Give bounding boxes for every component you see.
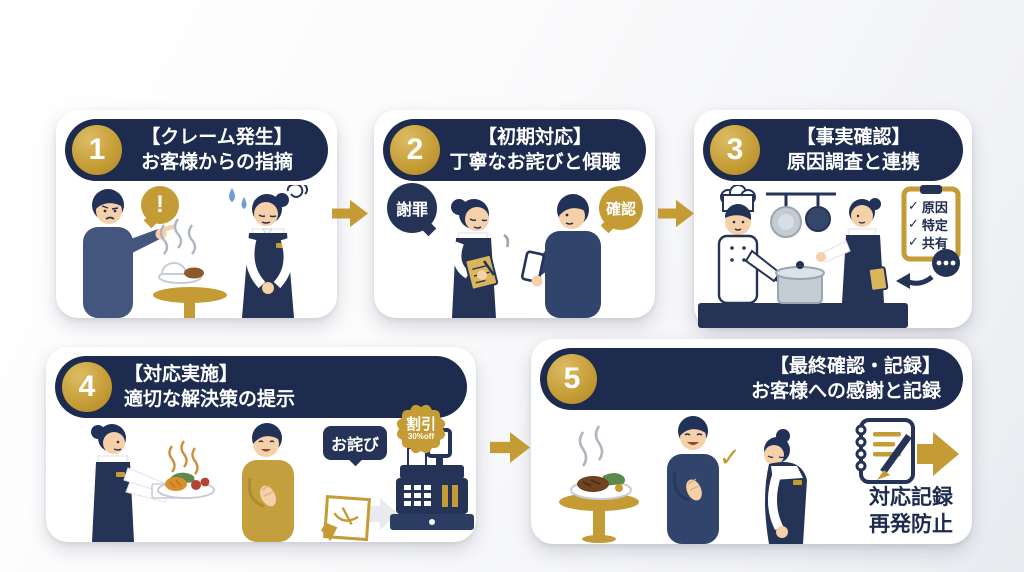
cooking-pot bbox=[775, 261, 825, 304]
step-3-header: 3 【事実確認】 原因調査と連携 bbox=[703, 119, 963, 181]
step-2-header: 2 【初期対応】 丁寧なお詫びと傾聴 bbox=[383, 119, 646, 181]
checklist-row: ✓ 原因 bbox=[908, 197, 960, 215]
step-1-illustration-area: ! bbox=[56, 185, 337, 318]
confirm-bubble-label: 確認 bbox=[605, 200, 636, 218]
table-with-steak bbox=[559, 425, 639, 543]
checklist-label: 共有 bbox=[921, 235, 948, 251]
kitchen-investigation-illustration bbox=[698, 185, 961, 328]
record-note-text: 対応記録 再発防止 bbox=[869, 484, 953, 539]
step-5-title-line2: お客様への感謝と記録 bbox=[750, 381, 941, 402]
step-5-number-badge: 5 bbox=[547, 354, 597, 404]
record-scene-illustration bbox=[559, 416, 959, 544]
step-3-title-line2: 原因調査と連携 bbox=[786, 152, 920, 173]
cause-checklist: ✓ 原因 ✓ 特定 ✓ 共有 bbox=[908, 197, 960, 251]
step-card-4: 4 【対応実施】 適切な解決策の提示 bbox=[46, 347, 476, 542]
satisfied-customer-figure bbox=[667, 416, 719, 544]
hanging-pans bbox=[766, 192, 836, 238]
staff-taking-notes-figure bbox=[451, 199, 510, 318]
step-2-title-line1: 【初期対応】 bbox=[477, 126, 592, 148]
step-5-header: 5 【最終確認・記録】 お客様への感謝と記録 bbox=[540, 348, 963, 410]
customer-accepting-figure bbox=[242, 423, 294, 542]
next-step-arrow-icon bbox=[917, 432, 959, 476]
staff-explaining-figure bbox=[816, 198, 889, 303]
step-4-number-badge: 4 bbox=[62, 362, 112, 412]
solution-scene-illustration bbox=[91, 423, 474, 542]
cash-register-icon bbox=[390, 428, 474, 530]
satisfaction-check-icon: ✓ bbox=[719, 442, 741, 472]
customer-with-phone-figure bbox=[520, 194, 601, 318]
step-1-number-badge: 1 bbox=[72, 125, 122, 175]
step-4-title-line2: 適切な解決策の提示 bbox=[124, 389, 296, 410]
step-5-illustration-area: ✓ 対応記録 再発防止 bbox=[531, 414, 972, 544]
step-2-illustration-area: 謝罪 確認 bbox=[374, 183, 655, 318]
check-icon: ✓ bbox=[908, 198, 919, 213]
troubled-staff-figure bbox=[229, 185, 309, 318]
kitchen-counter bbox=[698, 303, 908, 328]
step-card-3: 3 【事実確認】 原因調査と連携 bbox=[694, 110, 972, 328]
step-5-title: 【最終確認・記録】 お客様への感謝と記録 bbox=[597, 354, 963, 404]
checklist-label: 原因 bbox=[921, 199, 948, 215]
phone bbox=[520, 250, 545, 283]
chef-figure bbox=[717, 185, 813, 305]
record-notebook-icon bbox=[855, 418, 915, 484]
step-4-header: 4 【対応実施】 適切な解決策の提示 bbox=[55, 356, 467, 418]
record-note-line2: 再発防止 bbox=[869, 513, 953, 537]
step-2-title-line2: 丁寧なお詫びと傾聴 bbox=[449, 152, 621, 173]
check-icon: ✓ bbox=[908, 234, 919, 249]
step-4-title: 【対応実施】 適切な解決策の提示 bbox=[112, 362, 467, 412]
staff-serving-figure bbox=[91, 424, 181, 542]
flow-arrow-step4-to-step5 bbox=[490, 432, 530, 463]
checklist-label: 特定 bbox=[921, 217, 948, 233]
discount-label: 割引 bbox=[405, 416, 436, 433]
discount-badge-text: 割引 30%off bbox=[397, 405, 445, 453]
customer-pointing-figure bbox=[83, 189, 175, 318]
bowing-staff-figure bbox=[764, 429, 807, 544]
step-5-title-line1: 【最終確認・記録】 bbox=[769, 355, 941, 377]
step-2-title: 【初期対応】 丁寧なお詫びと傾聴 bbox=[440, 125, 646, 175]
step-card-2: 2 【初期対応】 丁寧なお詫びと傾聴 bbox=[374, 110, 655, 318]
checklist-clipboard bbox=[901, 185, 961, 262]
flow-arrow-step1-to-step2 bbox=[332, 199, 368, 228]
step-1-title-line1: 【クレーム発生】 bbox=[141, 126, 293, 148]
step-1-header: 1 【クレーム発生】 お客様からの指摘 bbox=[65, 119, 328, 181]
discount-sub-label: 30%off bbox=[407, 432, 435, 441]
apology-coupon bbox=[321, 495, 398, 542]
step-4-illustration-area: お詫び bbox=[46, 422, 476, 542]
step-3-number-badge: 3 bbox=[710, 125, 760, 175]
ellipsis-speech-icon bbox=[932, 249, 960, 277]
checklist-row: ✓ 共有 bbox=[908, 233, 960, 251]
step-1-title-line2: お客様からの指摘 bbox=[140, 152, 293, 173]
exclamation-mark: ! bbox=[156, 191, 164, 218]
step-3-illustration-area: ✓ 原因 ✓ 特定 ✓ 共有 bbox=[694, 185, 972, 328]
step-card-1: 1 【クレーム発生】 お客様からの指摘 bbox=[56, 110, 337, 318]
feedback-curved-arrow-icon bbox=[896, 273, 934, 289]
replacement-dish bbox=[157, 440, 215, 499]
step-3-title: 【事実確認】 原因調査と連携 bbox=[760, 125, 963, 175]
step-2-number-badge: 2 bbox=[390, 125, 440, 175]
confirm-bubble: 確認 bbox=[599, 186, 643, 234]
checklist-row: ✓ 特定 bbox=[908, 215, 960, 233]
apology-scene-illustration bbox=[451, 194, 601, 318]
step-4-title-line1: 【対応実施】 bbox=[124, 363, 239, 385]
apology-bubble-label: 謝罪 bbox=[395, 202, 428, 219]
flow-arrow-step2-to-step3 bbox=[658, 199, 694, 228]
complaint-scene-illustration bbox=[83, 185, 309, 318]
record-note-line1: 対応記録 bbox=[869, 486, 953, 509]
table-with-dish bbox=[153, 218, 227, 318]
step-1-title: 【クレーム発生】 お客様からの指摘 bbox=[122, 125, 328, 175]
step-3-title-line1: 【事実確認】 bbox=[796, 126, 911, 148]
apology-note-bubble: お詫び bbox=[323, 426, 387, 467]
check-icon: ✓ bbox=[908, 216, 919, 231]
step-card-5: 5 【最終確認・記録】 お客様への感謝と記録 bbox=[531, 339, 972, 544]
apology-bubble: 謝罪 bbox=[387, 183, 437, 237]
exclamation-bubble: ! bbox=[141, 186, 179, 229]
apology-note-label: お詫び bbox=[330, 437, 379, 454]
discount-badge: 割引 30%off bbox=[395, 403, 447, 455]
